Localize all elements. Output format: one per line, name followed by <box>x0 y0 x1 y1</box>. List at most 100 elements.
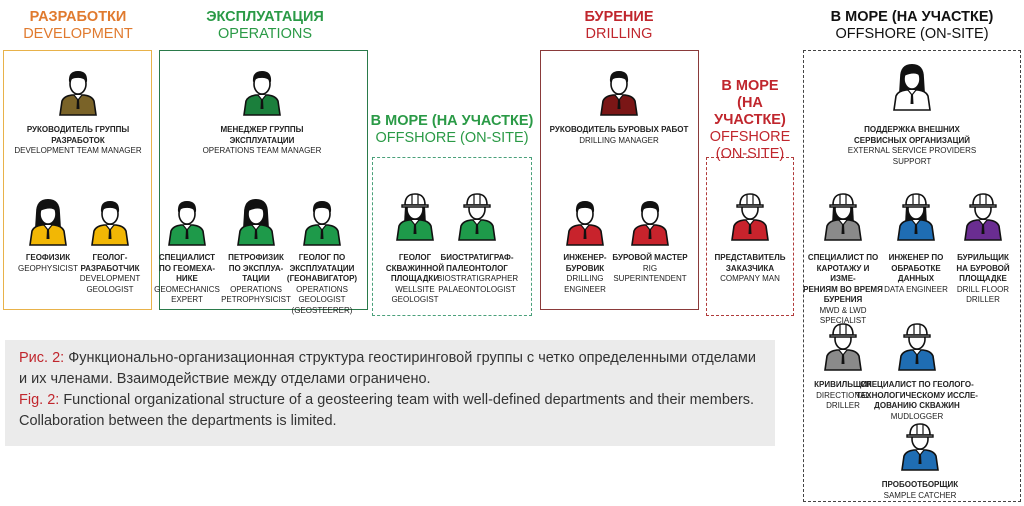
offshore-box <box>803 50 1021 502</box>
role-ru: БУРИЛЬЩИК НА БУРОВОЙ ПЛОЩАДКЕ <box>956 253 1010 283</box>
title-en: DEVELOPMENT <box>23 26 133 42</box>
title-en: OFFSHORE (ON-SITE) <box>709 129 791 162</box>
biostratigrapher-icon <box>455 190 499 242</box>
ops-offshore-box <box>372 157 532 316</box>
role-ru: СПЕЦИАЛИСТ ПО ГЕОЛОГО- ТЕХНОЛОГИЧЕСКОМУ … <box>856 380 978 410</box>
role-ru: БУРОВОЙ МАСТЕР <box>612 253 688 262</box>
caption-en: Fig. 2: Functional organizational struct… <box>19 390 761 432</box>
geomechanics-expert-icon <box>165 195 209 247</box>
role-en: DRILLING ENGINEER <box>564 274 606 294</box>
role-ru: ПЕТРОФИЗИК ПО ЭКСПЛУА- ТАЦИИ <box>228 253 284 283</box>
role-ru: ИНЖЕНЕР- БУРОВИК <box>563 253 607 273</box>
drilling-manager-icon <box>597 65 641 117</box>
dev-manager-icon <box>56 65 100 117</box>
role-ru: ПРЕДСТАВИТЕЛЬ ЗАКАЗЧИКА <box>714 253 786 273</box>
title-ru: ЭКСПЛУАТАЦИЯ <box>206 9 324 25</box>
role-en: DATA ENGINEER <box>884 284 948 294</box>
drilling-box <box>540 50 699 310</box>
role-en: MUDLOGGER <box>890 411 944 421</box>
role-en: WELLSITE GEOLOGIST <box>391 284 439 305</box>
geophysicist-icon <box>26 195 70 247</box>
role-ru: МЕНЕДЖЕР ГРУППЫ ЭКСПЛУАТАЦИИ <box>220 125 304 145</box>
operations-petrophysicist-icon <box>234 195 278 247</box>
role-en: OPERATIONS TEAM MANAGER <box>202 146 322 155</box>
role-ru: ГЕОЛОГ СКВАЖИННОЙ ПЛОЩАДКИ <box>385 253 445 283</box>
drill-offshore-title: В МОРЕ (НА УЧАСТКЕ)OFFSHORE (ON-SITE) <box>700 78 800 163</box>
role-en: DEVELOPMENT TEAM MANAGER <box>14 146 142 155</box>
role-en: GEOPHYSICIST <box>17 263 78 273</box>
operations-geologist-label: ГЕОЛОГ ПО ЭКСПЛУАТАЦИИ (ГЕОНАВИГАТОР)OPE… <box>282 253 362 316</box>
development-geologist-icon <box>88 195 132 247</box>
operations-geologist-icon <box>300 195 344 247</box>
role-ru: ПОДДЕРЖКА ВНЕШНИХ СЕРВИСНЫХ ОРГАНИЗАЦИЙ <box>854 125 970 145</box>
role-ru: РУКОВОДИТЕЛЬ БУРОВЫХ РАБОТ <box>549 125 689 134</box>
title-ru: В МОРЕ (НА УЧАСТКЕ) <box>830 9 994 25</box>
title-ru: РАЗРАБОТКИ <box>29 9 127 25</box>
caption-en-prefix: Fig. 2: <box>19 392 60 408</box>
ops-offshore-title: В МОРЕ (НА УЧАСТКЕ)OFFSHORE (ON-SITE) <box>367 113 537 147</box>
role-ru: ГЕОЛОГ ПО ЭКСПЛУАТАЦИИ (ГЕОНАВИГАТОР) <box>286 253 358 283</box>
drilling-engineer-icon <box>563 195 607 247</box>
role-en: DIRECTIONAL DRILLER <box>816 390 870 411</box>
title-ru: В МОРЕ (НА УЧАСТКЕ) <box>714 78 786 128</box>
ops-manager-icon <box>240 65 284 117</box>
role-ru: СПЕЦИАЛИСТ ПО КАРОТАЖУ И ИЗМЕ- РЕНИЯМ ВО… <box>803 253 883 304</box>
role-ru: ГЕОФИЗИК <box>25 253 71 262</box>
mwd-lwd-specialist-icon <box>821 190 865 242</box>
caption-ru-text: Функционально-организационная структура … <box>19 350 756 387</box>
title-en: OFFSHORE (ON-SITE) <box>375 130 529 146</box>
title-en: DRILLING <box>585 26 653 42</box>
drill-floor-driller-icon <box>961 190 1005 242</box>
drill-offshore-box <box>706 157 794 316</box>
role-ru: БИОСТРАТИГРАФ- ПАЛЕОНТОЛОГ <box>440 253 514 273</box>
role-en: SAMPLE CATCHER <box>883 490 957 500</box>
caption-en-text: Functional organizational structure of a… <box>19 392 755 429</box>
mwd-lwd-specialist-label: СПЕЦИАЛИСТ ПО КАРОТАЖУ И ИЗМЕ- РЕНИЯМ ВО… <box>803 253 883 327</box>
directional-driller-icon <box>821 320 865 372</box>
operations-box <box>159 50 368 310</box>
role-en: DEVELOPMENT GEOLOGIST <box>79 274 141 294</box>
title-ru: В МОРЕ (НА УЧАСТКЕ) <box>370 113 534 129</box>
mudlogger-label: СПЕЦИАЛИСТ ПО ГЕОЛОГО- ТЕХНОЛОГИЧЕСКОМУ … <box>832 380 1002 422</box>
wellsite-geologist-icon <box>393 190 437 242</box>
role-en: DRILLING MANAGER <box>579 135 659 145</box>
title-en: OPERATIONS <box>217 26 312 42</box>
role-en: BIOSTRATIGRAPHER PALAEONTOLOGIST <box>437 274 519 294</box>
role-ru: КРИВИЛЬЩИК <box>814 380 872 389</box>
role-ru: РУКОВОДИТЕЛЬ ГРУППЫ РАЗРАБОТОК <box>26 125 130 145</box>
caption-ru-prefix: Рис. 2: <box>19 350 65 366</box>
title-ru: БУРЕНИЕ <box>584 9 654 25</box>
title-en: OFFSHORE (ON-SITE) <box>835 26 989 42</box>
role-en: OPERATIONS GEOLOGIST (GEOSTEERER) <box>291 284 353 315</box>
role-en: RIG SUPERINTENDENT <box>613 263 687 284</box>
offshore-title: В МОРЕ (НА УЧАСТКЕ)OFFSHORE (ON-SITE) <box>812 9 1012 43</box>
role-en: COMPANY MAN <box>720 274 780 283</box>
role-ru: ГЕОЛОГ- РАЗРАБОТЧИК <box>80 253 140 273</box>
role-en: MWD & LWD SPECIALIST <box>819 305 867 326</box>
development-box <box>3 50 152 310</box>
data-engineer-icon <box>894 190 938 242</box>
role-en: OPERATIONS PETROPHYSICIST <box>221 284 291 305</box>
caption-ru: Рис. 2: Функционально-организационная ст… <box>19 348 761 390</box>
role-ru: ИНЖЕНЕР ПО ОБРАБОТКЕ ДАННЫХ <box>888 253 944 283</box>
rig-superintendent-icon <box>628 195 672 247</box>
